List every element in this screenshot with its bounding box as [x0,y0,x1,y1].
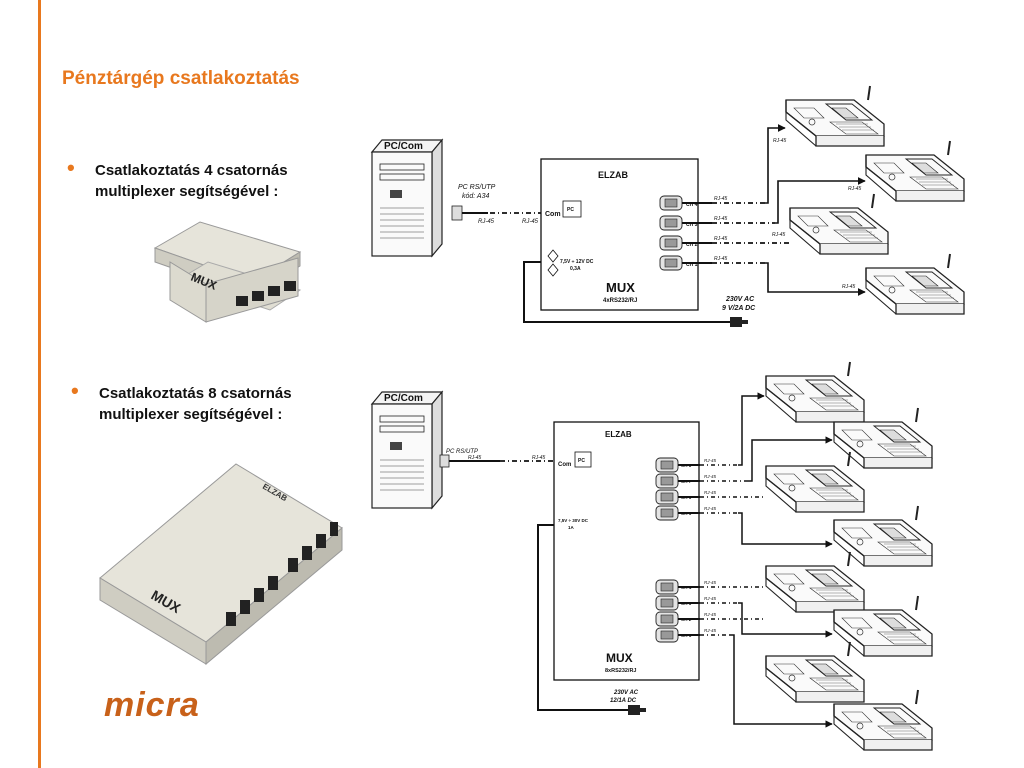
pc-port-label: PC [578,458,585,464]
rj45-label: RJ-45 [772,232,786,238]
pc-icon [371,391,443,509]
adapter-spec: 9 V/2A DC [722,305,756,312]
bullet-4-channel: • Csatlakoztatás 4 csatornás multiplexer… [67,157,288,202]
rj45-label: RJ-45 [532,455,546,461]
rj45-label: RJ-45 [714,196,728,202]
pc-cable-label: PC RS/UTP [458,184,496,191]
bullet-line: Csatlakoztatás 8 csatornás [99,385,292,402]
power-spec: 7,5V ÷ 12V DC [560,259,594,265]
bullet-dot: • [71,378,79,403]
rj45-label: RJ-45 [704,458,717,463]
accent-bar [38,0,41,768]
rj45-label: RJ-45 [704,628,717,633]
power-current: 0,3A [570,266,581,272]
page-title: Pénztárgép csatlakoztatás [62,68,300,89]
mux-label: MUX [606,651,633,665]
cash-register-icon [765,551,865,613]
mux-model: 8xRS232/RJ [605,668,637,674]
rj45-port-icon [655,611,679,627]
mux-model: 4xRS232/RJ [603,298,637,304]
rj45-label: RJ-45 [704,580,717,585]
rj45-label: RJ-45 [468,455,482,461]
rj45-label: RJ-45 [842,284,856,290]
rj45-port-icon [655,627,679,643]
rj45-label: RJ-45 [704,506,717,511]
pc-port-icon [574,451,592,468]
rj45-label: RJ-45 [848,186,862,192]
rj45-port-icon [655,505,679,521]
rj45-port-icon [659,255,683,271]
pc-cable-label: PC RS/UTP [446,449,478,455]
rj45-port-icon [655,595,679,611]
cash-register-icon [765,641,865,703]
db9-connector-icon [439,454,450,468]
rj45-label: RJ-45 [714,256,728,262]
pc-port-label: PC [567,207,574,213]
db9-connector-icon [451,205,463,221]
cash-register-icon [765,361,865,423]
channel-label: CH 4 [686,202,698,208]
rj45-label: RJ-45 [704,612,717,617]
cash-register-icon [865,140,965,202]
rj45-label: RJ-45 [773,138,787,144]
rj45-port-icon [659,235,683,251]
elzab-brand: ELZAB [598,170,628,180]
mux-label: MUX [606,280,635,295]
mux-4-box [540,158,699,311]
rj45-label: RJ-45 [704,596,717,601]
cash-register-icon [789,193,889,255]
bullet-dot: • [67,155,75,180]
cash-register-icon [865,253,965,315]
channel-label: CH 2 [686,242,698,248]
bullet-line: Csatlakoztatás 4 csatornás [95,162,288,179]
adapter-spec: 230V AC [725,296,755,303]
pc-cable-code: kód: A34 [462,193,489,200]
rj45-label: RJ-45 [704,474,717,479]
rj45-label: RJ-45 [478,219,495,225]
channel-label: CH 3 [686,222,698,228]
rj45-port-icon [659,215,683,231]
bullet-8-channel: • Csatlakoztatás 8 csatornás multiplexer… [71,380,292,425]
pc-icon [371,139,443,257]
power-plug-icon [628,705,646,715]
com-label: Com [558,462,571,468]
diagram-4-channel: PC/Com PC RS/UTP kód: A34 RJ-45 RJ-45 EL… [371,85,965,327]
bullet-line: multiplexer segítségével : [95,183,279,200]
rj45-port-icon [655,457,679,473]
mux-8-product-photo: MUX ELZAB [99,463,343,666]
rj45-port-icon [659,195,683,211]
mux-4-product-photo: MUX [153,221,302,323]
cash-register-icon [765,451,865,513]
diagram-8-channel: PC/Com PC RS/UTP RJ-45 RJ-45 ELZAB Com P… [371,361,933,751]
rj45-label: RJ-45 [714,216,728,222]
pc-label: PC/Com [384,141,423,152]
micra-logo: micra [104,686,200,724]
pc-port-icon [562,200,582,218]
rj45-port-icon [655,473,679,489]
power-symbol-icon [547,263,559,277]
rj45-port-icon [655,489,679,505]
rj45-port-icon [655,579,679,595]
power-plug-icon [730,317,748,327]
adapter-spec: 230V AC [613,690,639,696]
pc-label: PC/Com [384,393,423,404]
channel-label: CH 1 [686,262,698,268]
power-symbol-icon [547,249,559,263]
elzab-brand: ELZAB [605,430,632,439]
power-spec: 7,5V ÷ 30V DC [558,518,589,523]
adapter-spec: 12/1A DC [610,698,637,704]
rj45-label: RJ-45 [714,236,728,242]
cash-register-icon [785,85,885,147]
rj45-label: RJ-45 [704,490,717,495]
bullet-line: multiplexer segítségével : [99,406,283,423]
rj45-label: RJ-45 [522,219,539,225]
com-label: Com [545,211,561,218]
power-current: 1A [568,525,575,530]
